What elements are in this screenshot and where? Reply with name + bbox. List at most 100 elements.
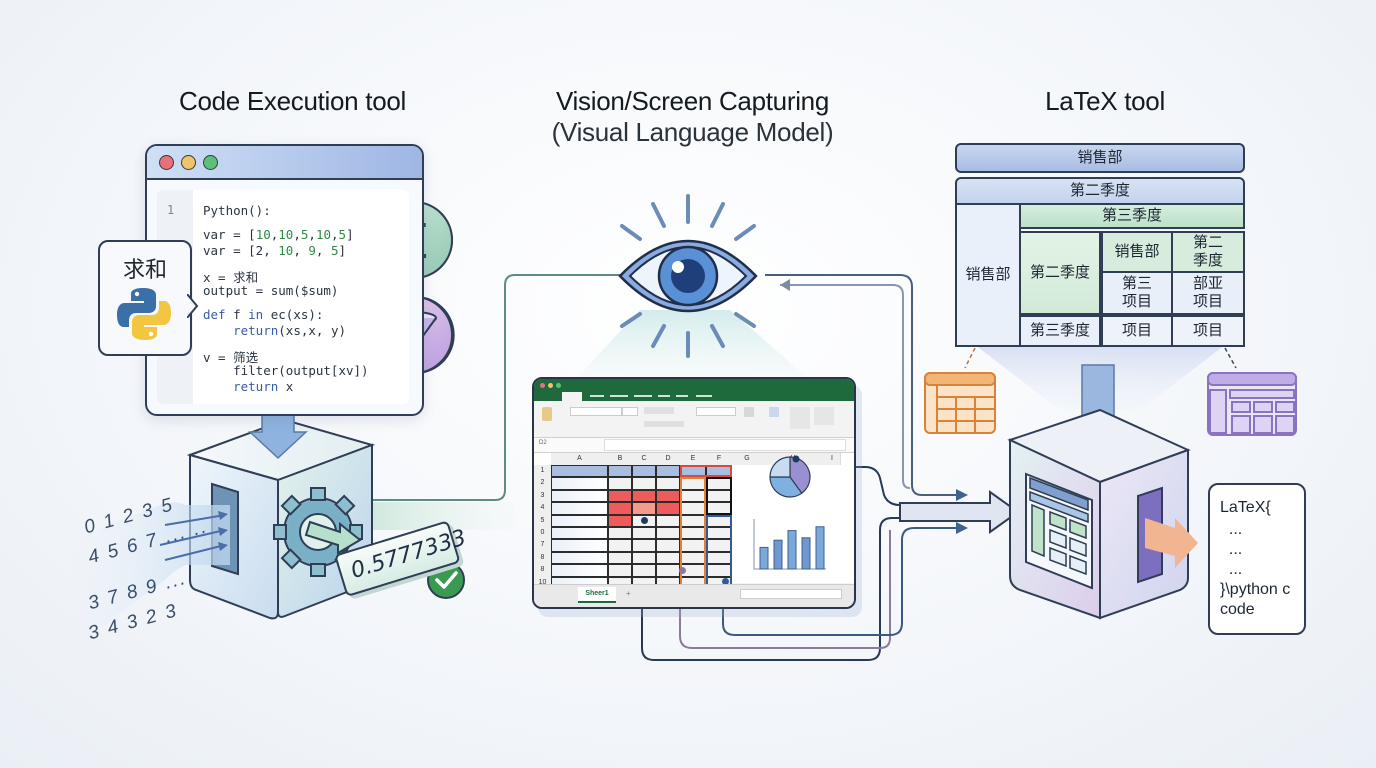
number-format-select[interactable] <box>696 407 736 416</box>
check-icon <box>427 561 465 599</box>
table-cell: 项目 <box>1171 315 1245 347</box>
connector-pie <box>800 466 990 506</box>
minimize-dot-icon[interactable] <box>181 155 196 170</box>
add-sheet-icon[interactable]: + <box>626 589 631 598</box>
row-header[interactable]: 8 <box>534 551 551 565</box>
spreadsheet-cell[interactable] <box>551 502 608 515</box>
spreadsheet-cell[interactable] <box>656 514 680 527</box>
column-header[interactable]: A <box>551 453 609 465</box>
spreadsheet-cell[interactable] <box>656 527 680 540</box>
font-size-select[interactable] <box>622 407 638 416</box>
code-line: def f in ec(xs): <box>203 307 324 322</box>
spreadsheet-window: D2 ABCDEFGHI1234507881011 Sheer1 + <box>532 377 856 609</box>
sheet-tab[interactable]: Sheer1 <box>578 587 616 603</box>
spreadsheet-cell[interactable] <box>608 502 632 515</box>
spreadsheet-cell[interactable] <box>608 539 632 552</box>
spreadsheet-cell[interactable] <box>608 564 632 577</box>
code-line: filter(output[xv]) <box>203 363 369 378</box>
column-header[interactable]: B <box>608 453 633 465</box>
row-header[interactable]: 7 <box>534 539 551 552</box>
row-header[interactable]: 5 <box>534 514 551 527</box>
spreadsheet-cell[interactable] <box>656 502 680 515</box>
spreadsheet-cell[interactable] <box>632 489 656 503</box>
vision-title: Vision/Screen Capturing <box>555 86 829 116</box>
spreadsheet-cell[interactable] <box>656 489 680 503</box>
spreadsheet-cell[interactable] <box>551 477 608 490</box>
spreadsheet-cell[interactable] <box>632 564 656 577</box>
formula-bar[interactable]: D2 <box>534 438 854 453</box>
spreadsheet-cell[interactable] <box>632 477 656 490</box>
row-header[interactable]: 0 <box>534 527 551 540</box>
table-cell: 第三 项目 <box>1101 271 1173 315</box>
connector-loop-inner <box>780 284 911 489</box>
spreadsheet-cell[interactable] <box>608 551 632 565</box>
spreadsheet-cell[interactable] <box>551 465 608 478</box>
row-header[interactable]: 4 <box>534 502 551 515</box>
spreadsheet-cell[interactable] <box>608 489 632 503</box>
spreadsheet-cell[interactable] <box>656 465 680 478</box>
spreadsheet-cell[interactable] <box>551 539 608 552</box>
chart-bar <box>787 530 797 570</box>
row-header[interactable]: 3 <box>534 489 551 503</box>
row-header[interactable]: 2 <box>534 477 551 490</box>
maximize-dot-icon[interactable] <box>203 155 218 170</box>
spreadsheet-cell[interactable] <box>551 564 608 577</box>
spreadsheet-cell[interactable] <box>632 551 656 565</box>
connector-loop-f <box>722 527 960 636</box>
spreadsheet-cell[interactable] <box>632 539 656 552</box>
table-cell: 部亚 项目 <box>1171 271 1245 315</box>
code-line: v = 筛选 <box>203 350 259 365</box>
column-header[interactable]: D <box>656 453 681 465</box>
header-highlight <box>680 465 732 478</box>
latex-title: LaTeX tool <box>1045 86 1165 116</box>
ribbon-tab-active[interactable] <box>562 392 582 401</box>
connector-dot <box>721 578 729 586</box>
chart-bar <box>773 539 783 570</box>
spreadsheet-cell[interactable] <box>608 465 632 478</box>
table-cell: 第三季度 <box>1019 315 1101 347</box>
spreadsheet-cell[interactable] <box>551 527 608 540</box>
close-dot-icon[interactable] <box>159 155 174 170</box>
spreadsheet-cell[interactable] <box>632 502 656 515</box>
code-line: Python(): <box>203 203 271 218</box>
sheet-tabs-bar: Sheer1 + <box>534 584 854 607</box>
column-header[interactable]: I <box>824 453 841 465</box>
column-header[interactable]: C <box>632 453 657 465</box>
vision-beam <box>575 310 810 380</box>
bubble-pointer <box>187 294 199 318</box>
column-header[interactable]: F <box>706 453 733 465</box>
connector-dot <box>792 455 800 463</box>
stream-arrows <box>159 514 226 561</box>
table-cell: 项目 <box>1101 315 1173 347</box>
spreadsheet-cell[interactable] <box>632 527 656 540</box>
spreadsheet-cell[interactable] <box>656 539 680 552</box>
column-header[interactable]: E <box>680 453 707 465</box>
spreadsheet-cell[interactable] <box>656 551 680 565</box>
spreadsheet-cell[interactable] <box>656 564 680 577</box>
spreadsheet-cell[interactable] <box>608 527 632 540</box>
connector-loop-outer <box>765 274 960 496</box>
name-box[interactable]: D2 <box>539 440 547 446</box>
spreadsheet-cell[interactable] <box>551 551 608 565</box>
spreadsheet-grid[interactable]: ABCDEFGHI1234507881011 <box>534 453 854 602</box>
spreadsheet-cell[interactable] <box>608 477 632 490</box>
spreadsheet-cell[interactable] <box>632 465 656 478</box>
connector-dot <box>678 566 686 574</box>
python-sum-bubble: 求和 <box>98 240 199 356</box>
spreadsheet-cell[interactable] <box>656 477 680 490</box>
row-header[interactable]: 1 <box>534 465 551 478</box>
row-header[interactable]: 8 <box>534 564 551 577</box>
paste-icon[interactable] <box>542 407 552 421</box>
code-execution-title: Code Execution tool <box>178 86 406 116</box>
embedded-charts <box>753 455 826 570</box>
horizontal-scrollbar[interactable] <box>740 589 842 599</box>
spreadsheet-cell[interactable] <box>551 514 608 527</box>
spreadsheet-ribbon <box>534 401 854 438</box>
spreadsheet-cell[interactable] <box>551 489 608 503</box>
font-select[interactable] <box>570 407 622 416</box>
selection-highlight <box>706 477 732 515</box>
code-line: x = 求和 <box>203 270 259 285</box>
code-area[interactable]: 1 Python(): var = [10,10,5,10,5] var = [… <box>157 190 409 404</box>
spreadsheet-cell[interactable] <box>608 514 632 527</box>
arrow-to-eye <box>780 279 790 291</box>
